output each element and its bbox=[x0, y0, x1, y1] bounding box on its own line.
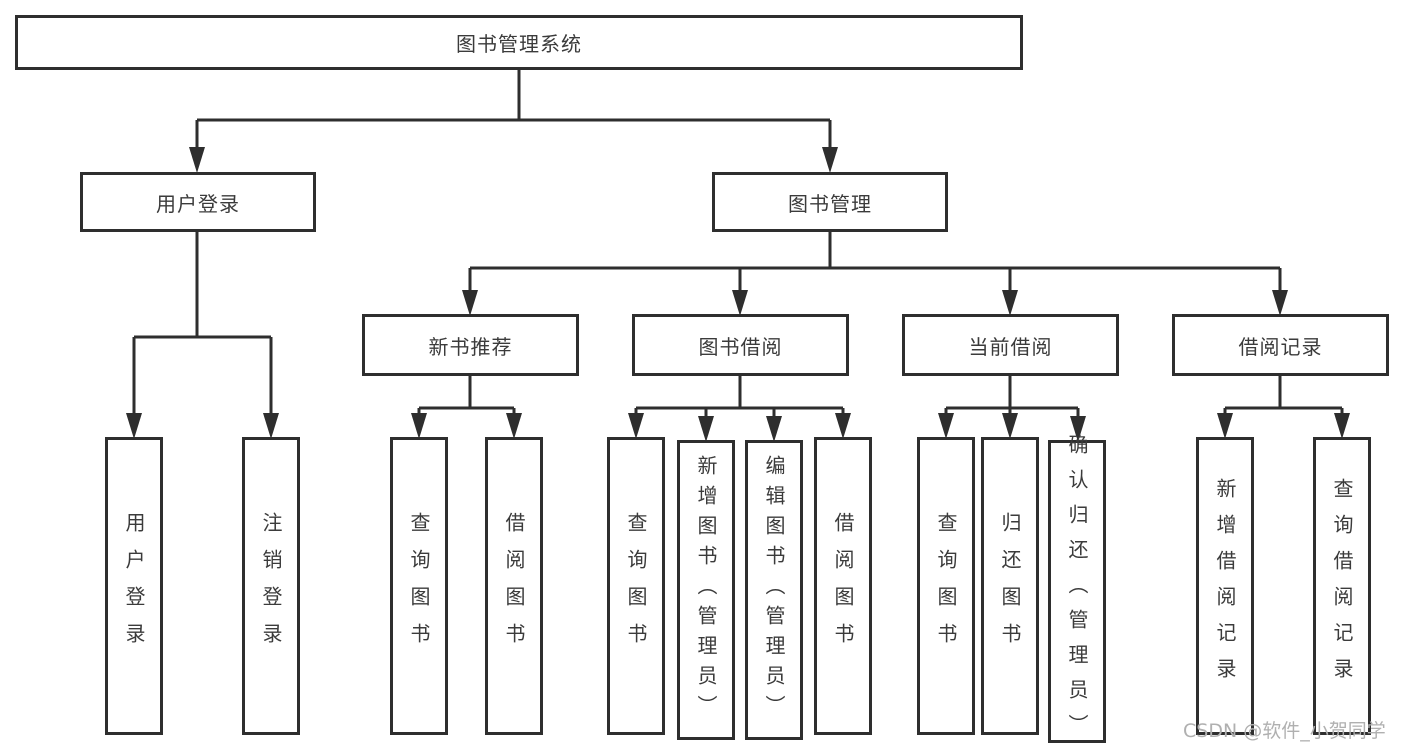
leaf-add-book-admin: 新增图书（管理员） bbox=[677, 440, 735, 740]
leaf-label: 注销登录 bbox=[259, 512, 283, 660]
leaf-label: 编辑图书（管理员） bbox=[762, 455, 786, 725]
leaf-query-books-current: 查询图书 bbox=[917, 437, 975, 735]
leaf-label: 查询图书 bbox=[407, 512, 431, 660]
leaf-logout: 注销登录 bbox=[242, 437, 300, 735]
leaf-label: 确认归还（管理员） bbox=[1065, 434, 1089, 747]
arrowheads bbox=[126, 147, 1350, 442]
watermark-text: CSDN @软件_小贺同学 bbox=[1183, 720, 1386, 742]
leaf-user-login: 用户登录 bbox=[105, 437, 163, 735]
leaf-label: 借阅图书 bbox=[502, 512, 526, 660]
leaf-query-books-borrowing: 查询图书 bbox=[607, 437, 665, 735]
leaf-borrow-books-borrowing: 借阅图书 bbox=[814, 437, 872, 735]
node-current-borrowing: 当前借阅 bbox=[902, 314, 1119, 376]
node-new-book-recommendation: 新书推荐 bbox=[362, 314, 579, 376]
leaf-add-borrow-record: 新增借阅记录 bbox=[1196, 437, 1254, 735]
leaf-label: 归还图书 bbox=[998, 512, 1022, 660]
node-book-management-branch: 图书管理 bbox=[712, 172, 948, 232]
leaf-label: 新增图书（管理员） bbox=[694, 455, 718, 725]
leaf-label: 查询借阅记录 bbox=[1330, 478, 1354, 694]
leaf-label: 查询图书 bbox=[934, 512, 958, 660]
node-borrowing-records: 借阅记录 bbox=[1172, 314, 1389, 376]
node-user-login-branch: 用户登录 bbox=[80, 172, 316, 232]
node-library-management-system: 图书管理系统 bbox=[15, 15, 1023, 70]
leaf-edit-book-admin: 编辑图书（管理员） bbox=[745, 440, 803, 740]
leaf-query-borrow-record: 查询借阅记录 bbox=[1313, 437, 1371, 735]
leaf-label: 用户登录 bbox=[122, 512, 146, 660]
leaf-label: 查询图书 bbox=[624, 512, 648, 660]
leaf-label: 借阅图书 bbox=[831, 512, 855, 660]
leaf-borrow-books-recommend: 借阅图书 bbox=[485, 437, 543, 735]
node-book-borrowing: 图书借阅 bbox=[632, 314, 849, 376]
leaf-label: 新增借阅记录 bbox=[1213, 478, 1237, 694]
leaf-confirm-return-admin: 确认归还（管理员） bbox=[1048, 434, 1106, 747]
leaf-return-book: 归还图书 bbox=[981, 437, 1039, 735]
leaf-query-books-recommend: 查询图书 bbox=[390, 437, 448, 735]
